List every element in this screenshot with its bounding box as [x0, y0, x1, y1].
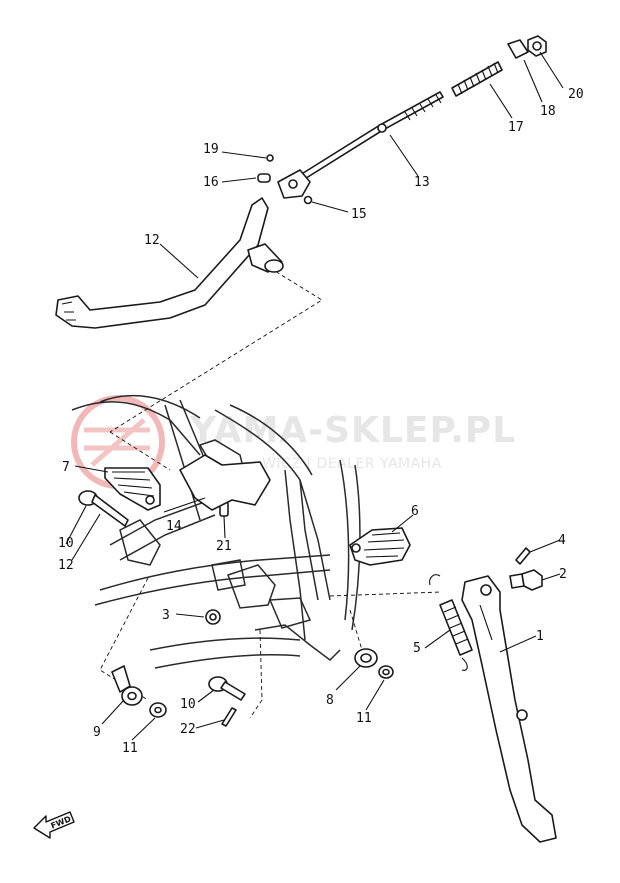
part-18-cotter: [303, 195, 313, 205]
callout-18: 15: [351, 207, 367, 222]
part-22-nut: [527, 35, 547, 57]
callout-labels: 20 18 17 13 19 16 15 12 7 14 21 10 12 6 …: [58, 87, 584, 756]
part-4-clip: [515, 547, 531, 565]
callout-11-right: 11: [356, 711, 372, 726]
callout-leader-lines: [65, 51, 564, 741]
part-3-nut: [205, 609, 221, 625]
part-8-spring-right: [354, 648, 378, 668]
part-16-brake-rod: [277, 91, 444, 199]
part-21-adjuster: [507, 39, 529, 59]
forward-arrow-icon: FWD: [33, 811, 75, 839]
part-11-washer-right: [378, 665, 394, 679]
callout-13: 12: [144, 233, 160, 248]
part-10-pin-lower: [208, 676, 246, 701]
part-5-sidestand-spring: [429, 574, 473, 671]
callout-16: 13: [414, 175, 430, 190]
callout-5: 5: [413, 641, 421, 656]
part-11-washer-lower-left: [149, 702, 167, 718]
callout-14: 14: [166, 519, 182, 534]
part-19-washer: [266, 154, 274, 162]
callout-1: 1: [536, 629, 544, 644]
callout-7: 7: [62, 460, 70, 475]
callout-17: 16: [203, 175, 219, 190]
callout-22: 20: [568, 87, 584, 102]
callout-4: 4: [558, 533, 566, 548]
callout-10-upper: 10: [58, 536, 74, 551]
callout-12-upper: 12: [58, 558, 74, 573]
part-10-pin-upper: [78, 490, 129, 527]
callout-6: 6: [411, 504, 419, 519]
callout-19: 19: [203, 142, 219, 157]
watermark: YAMA-SKLEP.PL WICZ | DEALER YAMAHA: [71, 395, 516, 489]
callout-9: 9: [93, 725, 101, 740]
brake-pedal-bracket: [179, 454, 271, 511]
watermark-logo-swoosh: [84, 418, 150, 467]
part-13-brake-pedal: [55, 197, 284, 329]
part-12-cotter-lower: [221, 707, 237, 727]
part-7-left-footrest: [104, 467, 161, 511]
callout-8: 8: [326, 693, 334, 708]
callout-11-lower: 11: [122, 741, 138, 756]
callout-20: 17: [508, 120, 524, 135]
part-6-right-footrest: [349, 527, 411, 566]
callout-15: 21: [216, 539, 232, 554]
callout-3: 3: [162, 608, 170, 623]
part-20-spring: [451, 61, 503, 97]
callout-10-lower: 10: [180, 697, 196, 712]
callout-12-lower: 22: [180, 722, 196, 737]
part-17-pin: [257, 173, 271, 183]
part-2-bolt: [509, 569, 543, 591]
callout-2: 2: [559, 567, 567, 582]
callout-21: 18: [540, 104, 556, 119]
watermark-main-text: YAMA-SKLEP.PL: [189, 410, 516, 451]
part-9-spring-lower-left: [111, 665, 143, 706]
watermark-sub-text: WICZ | DEALER YAMAHA: [262, 456, 442, 472]
part-1-sidestand: [461, 575, 557, 843]
